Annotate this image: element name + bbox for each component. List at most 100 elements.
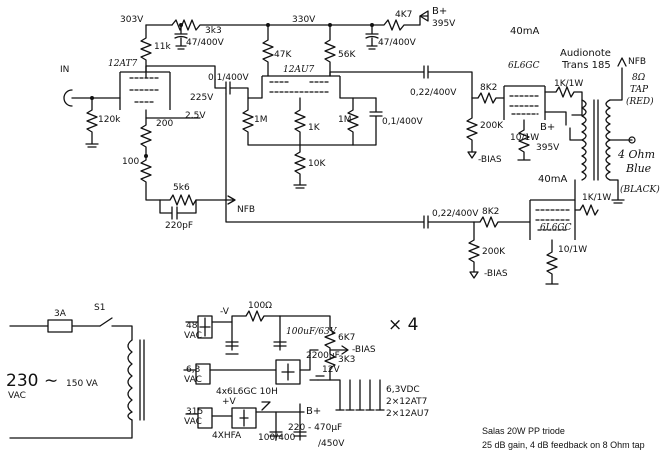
resistor-47k <box>262 24 274 77</box>
label-225v: 225V <box>190 93 214 103</box>
label-395v-1: 395V <box>432 19 456 29</box>
b-plus-rail <box>145 10 429 31</box>
tube-6l6gc-lower <box>529 179 599 285</box>
label-3k3-b: 3K3 <box>338 355 355 365</box>
mains-input <box>9 317 145 439</box>
label-303v: 303V <box>120 15 144 25</box>
label-0-22-400v-b: 0,22/400V <box>432 209 479 219</box>
label-200k-b: 200K <box>482 247 506 257</box>
label-trans185: Trans 185 <box>561 60 611 71</box>
label-in: IN <box>60 65 69 75</box>
label-395v-2: 395V <box>536 143 560 153</box>
label-1m-b: 1M <box>338 115 352 125</box>
label-10-1w-b: 10/1W <box>558 245 587 255</box>
label-100-400: 100/400 <box>258 433 296 443</box>
label-48: 48 <box>186 321 198 331</box>
label-330v: 330V <box>292 15 316 25</box>
label-56k: 56K <box>338 50 356 60</box>
label-315: 315 <box>186 407 203 417</box>
caption-title: Salas 20W PP triode <box>482 426 565 436</box>
label-bplus-3: B+ <box>306 406 321 417</box>
label-2200uf: 2200µF <box>306 351 340 361</box>
label-47-400v-a: 47/400V <box>186 38 225 48</box>
label-nfb-2: NFB <box>237 205 255 215</box>
label-bias-3: -BIAS <box>352 345 376 355</box>
label-100uf-63v: 100uF/63V <box>286 327 338 337</box>
resistor-11k <box>140 24 152 73</box>
feedback-network <box>159 194 236 220</box>
label-1k: 1K <box>308 123 321 133</box>
label-s1: S1 <box>94 303 105 313</box>
label-4-ohm: 4 Ohm <box>617 148 655 161</box>
label-6-3: 6,3 <box>186 365 200 375</box>
capacitor-47uf-a <box>174 24 188 50</box>
label-0-1-400v-b: 0,1/400V <box>382 117 424 127</box>
label-bias-2: -BIAS <box>484 269 508 279</box>
label-0-1-400v: 0,1/400V <box>208 73 250 83</box>
label-bplus-1: B+ <box>432 6 447 17</box>
label-12au7: 12AU7 <box>283 65 315 75</box>
label-1k-1w: 1K/1W <box>554 79 583 89</box>
label-6l6gc-a: 6L6GC <box>508 61 540 71</box>
label-220pf: 220pF <box>165 221 193 231</box>
caption-detail: 25 dB gain, 4 dB feedback on 8 Ohm tap <box>482 440 645 450</box>
label-black: (BLACK) <box>620 184 660 195</box>
label-nfb-1: NFB <box>628 57 646 67</box>
input-jack <box>63 89 121 148</box>
label-450v: /450V <box>318 439 345 449</box>
label-0-22-400v-a: 0,22/400V <box>410 88 457 98</box>
label-pos-v: +V <box>222 397 237 407</box>
label-1m-a: 1M <box>254 115 268 125</box>
label-200: 200 <box>156 119 173 129</box>
label-5k6: 5k6 <box>173 183 190 193</box>
label-x4: × 4 <box>388 315 418 335</box>
label-47k: 47K <box>274 50 292 60</box>
label-heater-3: 2×12AU7 <box>386 409 429 419</box>
output-transformer <box>569 57 636 204</box>
label-audionote: Audionote <box>560 48 611 59</box>
label-red: (RED) <box>626 96 654 107</box>
resistor-56k <box>324 24 336 77</box>
label-3k3: 3k3 <box>205 26 222 36</box>
heater-supply <box>183 349 385 411</box>
ht-supply <box>185 401 307 441</box>
label-bias-1: -BIAS <box>478 155 502 165</box>
label-150va: 150 VA <box>66 379 99 389</box>
label-8ohm: 8Ω <box>632 73 646 83</box>
label-100: 100 <box>122 157 139 167</box>
label-47-400v-b: 47/400V <box>378 38 417 48</box>
tube-12at7 <box>119 71 171 110</box>
label-6l6gc-b: 6L6GC <box>540 223 572 233</box>
label-6-3-vac: VAC <box>184 375 202 385</box>
label-heater-1: 4x6L6GC 10H <box>216 387 278 397</box>
label-12v: 12V <box>322 365 340 375</box>
label-1k-1w-b: 1K/1W <box>582 193 611 203</box>
bias-supply <box>185 310 349 381</box>
label-315-vac: VAC <box>184 417 202 427</box>
label-10k: 10K <box>308 159 326 169</box>
label-heater-2: 2×12AT7 <box>386 397 427 407</box>
label-10-1w: 10/1W <box>510 133 539 143</box>
label-blue: Blue <box>625 162 652 175</box>
label-2-5v: 2.5V <box>185 111 206 121</box>
cathode-stage1 <box>140 109 201 201</box>
coupling-upper <box>329 65 505 159</box>
coupling-lower <box>225 93 531 279</box>
label-120k: 120k <box>98 115 121 125</box>
label-bplus-2: B+ <box>540 122 555 133</box>
label-100-ohm: 100Ω <box>248 301 272 311</box>
label-40ma-a: 40mA <box>510 26 539 37</box>
label-40ma-b: 40mA <box>538 174 567 185</box>
capacitor-47uf-b <box>365 24 379 50</box>
label-vac: VAC <box>8 391 26 401</box>
label-220-470uf: 220 - 470µF <box>288 423 342 433</box>
label-230: 230 <box>6 371 38 391</box>
tube-12au7 <box>261 75 341 98</box>
label-8k2-b: 8K2 <box>482 207 499 217</box>
label-48-vac: VAC <box>184 331 202 341</box>
label-3a: 3A <box>54 309 67 319</box>
label-6k7: 6K7 <box>338 333 355 343</box>
coupling-cap-01 <box>145 65 263 99</box>
splitter-resistors <box>242 97 383 189</box>
